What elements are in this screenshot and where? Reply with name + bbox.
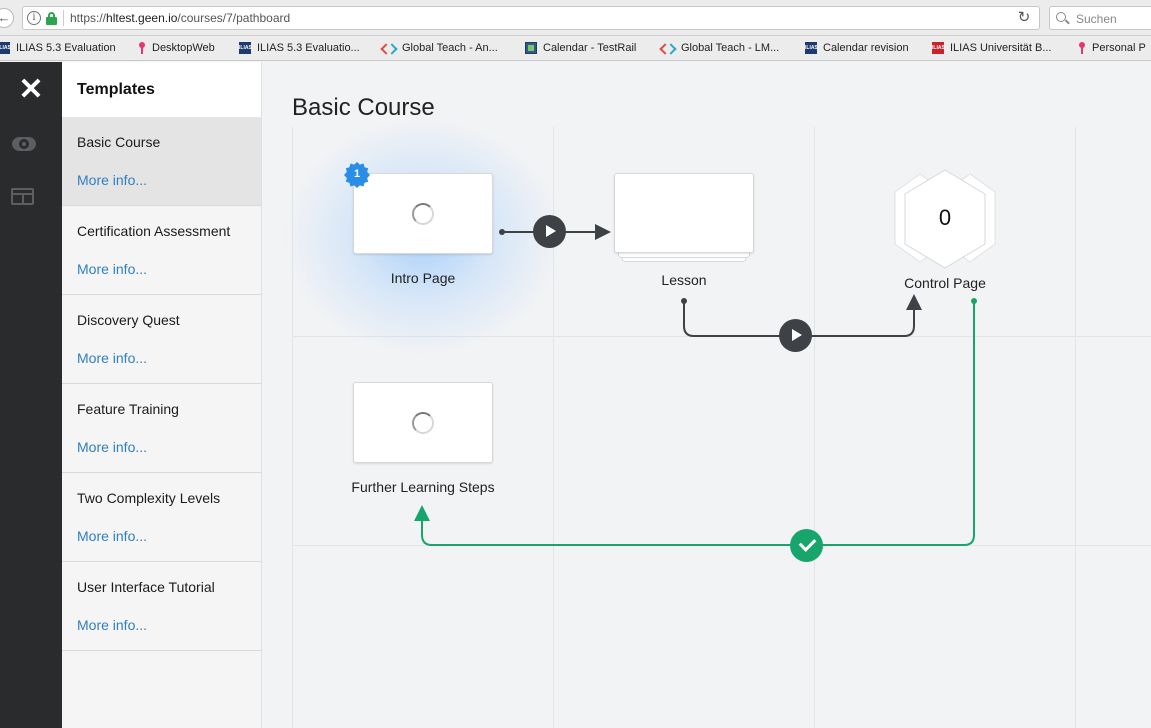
pin-icon (138, 42, 146, 55)
url-host: hltest.geen.io (106, 11, 178, 25)
further-learning-card[interactable] (353, 382, 493, 463)
template-name[interactable]: Feature Training (77, 401, 179, 417)
pin-icon (1078, 42, 1086, 55)
template-item-feature-training[interactable]: Feature Training More info... (62, 384, 261, 473)
template-item-two-complexity-levels[interactable]: Two Complexity Levels More info... (62, 473, 261, 562)
bookmark-label: Calendar - TestRail (543, 42, 637, 54)
grid-line (292, 127, 293, 728)
play-connector-button[interactable] (779, 319, 812, 352)
url-path: /courses/7/pathboard (177, 11, 291, 25)
bookmark-label: ILIAS 5.3 Evaluatio... (257, 42, 360, 54)
grid-line (1075, 127, 1076, 728)
eye-icon[interactable] (10, 135, 36, 151)
bookmark-label: Global Teach - LM... (681, 42, 780, 54)
browser-address-bar: ← i https://hltest.geen.io/courses/7/pat… (0, 0, 1151, 36)
play-connector-button[interactable] (533, 215, 566, 248)
template-item-user-interface-tutorial[interactable]: User Interface Tutorial More info... (62, 562, 261, 651)
template-name[interactable]: Basic Course (77, 134, 161, 150)
url-prefix: https:// (70, 11, 107, 25)
template-name[interactable]: Two Complexity Levels (77, 490, 221, 506)
template-item-discovery-quest[interactable]: Discovery Quest More info... (62, 295, 261, 384)
templates-title: Templates (62, 62, 261, 117)
bookmark-item[interactable]: ILIAS Calendar revision (805, 41, 909, 57)
lesson-card[interactable] (614, 173, 754, 253)
testrail-icon (525, 42, 537, 55)
lesson-label: Lesson (661, 272, 707, 288)
bookmarks-bar: ILIAS ILIAS 5.3 Evaluation DesktopWeb ILI… (0, 36, 1151, 61)
hexagon-shape (904, 169, 986, 269)
badge-number: 1 (353, 168, 361, 180)
info-icon[interactable]: i (27, 11, 41, 25)
grid-line (553, 127, 554, 728)
success-check-button[interactable] (790, 529, 823, 562)
bookmark-label: Calendar revision (823, 42, 909, 54)
search-icon (1056, 12, 1066, 22)
url-input[interactable]: i https://hltest.geen.io/courses/7/pathb… (22, 6, 1040, 30)
bookmark-label: Personal P (1092, 42, 1146, 54)
more-info-link[interactable]: More info... (77, 350, 148, 366)
bookmark-item[interactable]: ILIAS ILIAS Universität B... (932, 41, 1051, 57)
ilias-red-icon: ILIAS (932, 42, 945, 55)
side-rail: ✕ (0, 62, 62, 728)
more-info-link[interactable]: More info... (77, 172, 148, 188)
board-title: Basic Course (292, 94, 435, 121)
more-info-link[interactable]: More info... (77, 439, 148, 455)
template-name[interactable]: Certification Assessment (77, 223, 231, 239)
geen-icon (661, 42, 675, 54)
more-info-link[interactable]: More info... (77, 528, 148, 544)
grid-line (814, 127, 815, 728)
more-info-link[interactable]: More info... (77, 261, 148, 277)
browser-search-input[interactable]: Suchen (1049, 6, 1151, 30)
ilias-icon: ILIAS (239, 42, 252, 55)
templates-panel: Templates Basic Course More info... Cert… (62, 62, 262, 728)
search-placeholder: Suchen (1076, 12, 1117, 26)
bookmark-item[interactable]: DesktopWeb (138, 41, 215, 57)
loading-spinner-icon (412, 412, 434, 434)
loading-spinner-icon (412, 203, 434, 225)
template-name[interactable]: User Interface Tutorial (77, 579, 215, 595)
intro-page-card[interactable] (353, 173, 493, 254)
intro-page-label: Intro Page (390, 270, 456, 286)
lock-icon (46, 12, 57, 25)
path-board: Basic Course 1 Intro Page Lesson 0 Contr… (263, 62, 1151, 728)
bookmark-label: DesktopWeb (152, 42, 215, 54)
bookmark-item[interactable]: Global Teach - LM... (661, 41, 779, 57)
layout-icon[interactable] (11, 188, 34, 205)
bookmark-item[interactable]: ILIAS ILIAS 5.3 Evaluatio... (239, 41, 360, 57)
reload-icon[interactable]: ↻ (1017, 9, 1031, 26)
step-badge: 1 (344, 162, 370, 188)
url-text[interactable]: https://hltest.geen.io/courses/7/pathboa… (70, 11, 290, 25)
ilias-icon: ILIAS (805, 42, 818, 55)
template-item-basic-course[interactable]: Basic Course More info... (62, 117, 261, 206)
bookmark-label: Global Teach - An... (402, 42, 498, 54)
more-info-link[interactable]: More info... (77, 617, 148, 633)
close-icon[interactable]: ✕ (18, 73, 44, 106)
further-learning-label: Further Learning Steps (351, 479, 495, 495)
control-page-hexagons[interactable] (875, 162, 1015, 272)
url-divider (63, 10, 64, 26)
template-item-certification-assessment[interactable]: Certification Assessment More info... (62, 206, 261, 295)
control-page-count: 0 (938, 205, 952, 230)
bookmark-item[interactable]: Personal P (1078, 41, 1146, 57)
geen-icon (382, 42, 396, 54)
bookmark-item[interactable]: ILIAS ILIAS 5.3 Evaluation (0, 41, 116, 57)
template-name[interactable]: Discovery Quest (77, 312, 180, 328)
bookmark-label: ILIAS 5.3 Evaluation (16, 42, 116, 54)
bookmark-item[interactable]: Global Teach - An... (382, 41, 498, 57)
ilias-icon: ILIAS (0, 42, 11, 55)
control-page-label: Control Page (904, 275, 986, 291)
bookmark-label: ILIAS Universität B... (950, 42, 1052, 54)
back-arrow-icon[interactable]: ← (0, 8, 14, 28)
bookmark-item[interactable]: Calendar - TestRail (525, 41, 636, 57)
